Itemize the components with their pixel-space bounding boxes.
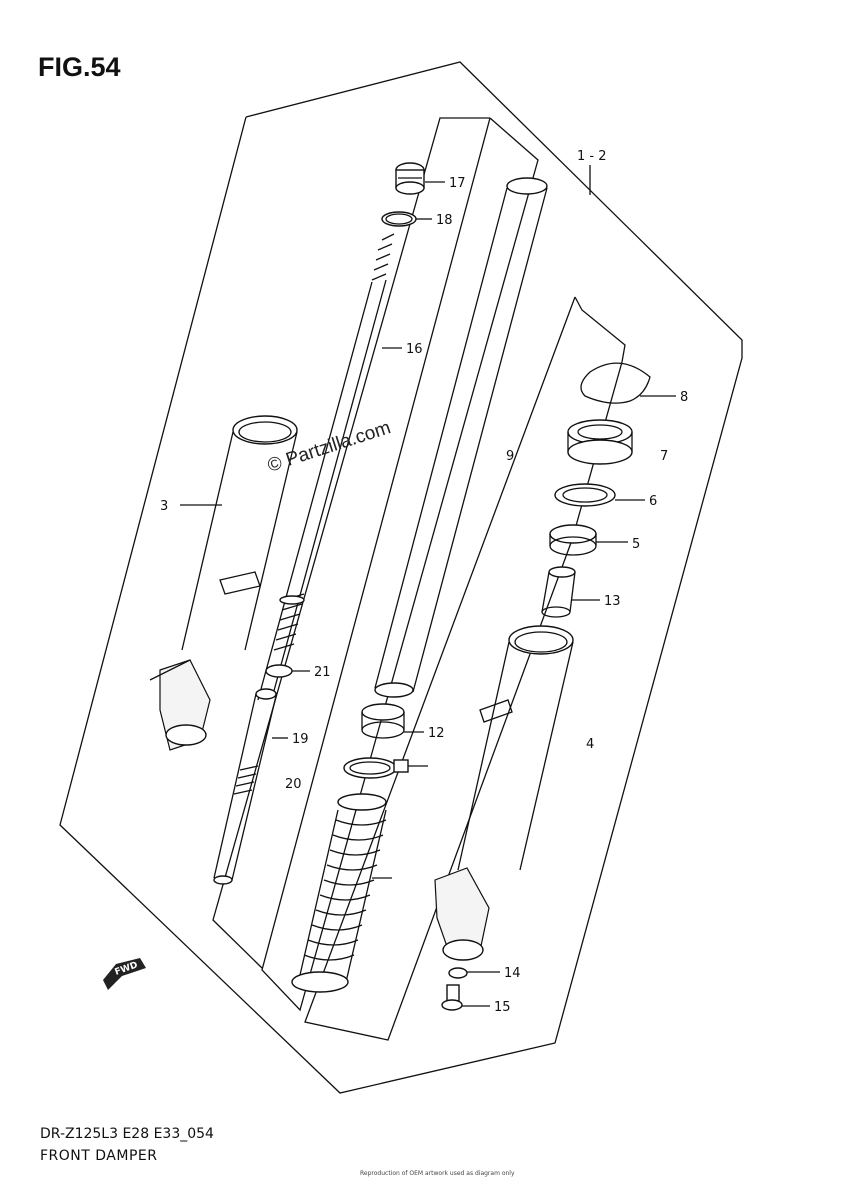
part-8-circlip[interactable] [580, 362, 651, 404]
callout-3: 3 [160, 499, 168, 514]
fine-print: Reproduction of OEM artwork used as diag… [360, 1170, 515, 1177]
part-9-inner-tube[interactable] [374, 177, 548, 698]
part-14-spring-pipe[interactable] [257, 233, 395, 701]
section-name: FRONT DAMPER [40, 1148, 158, 1164]
part-7-oil-seal[interactable] [567, 419, 633, 465]
fwd-arrow-icon: FWD [103, 958, 146, 990]
part-17-damper-rod[interactable] [213, 688, 277, 885]
callout-18: 20 [285, 777, 302, 792]
callout-4: 4 [586, 737, 594, 752]
inner-frame-left [212, 117, 490, 969]
inner-frame-tube [261, 117, 539, 1012]
callout-13: 15 [494, 1000, 511, 1015]
part-4-outer-tube-right[interactable] [434, 625, 574, 961]
assembly-frame-outer [59, 61, 743, 1094]
callout-7: 7 [660, 449, 668, 464]
callout-14: 16 [406, 342, 423, 357]
part-13-damper-bolt[interactable] [441, 984, 463, 1011]
callout-5: 5 [632, 537, 640, 552]
part-fork-spring-lower[interactable] [273, 593, 305, 651]
figure-title: FIG.54 [38, 52, 121, 82]
callout-12: 14 [504, 966, 521, 981]
part-15-cap-bolt[interactable] [395, 162, 425, 195]
callout-16: 18 [436, 213, 453, 228]
callout-11: 13 [604, 594, 621, 609]
part-12-gasket[interactable] [448, 967, 468, 979]
callout-17: 19 [292, 732, 309, 747]
callout-15: 17 [449, 176, 466, 191]
assembly-label: 1 - 2 [577, 149, 607, 164]
callout-10: 12 [428, 726, 445, 741]
part-3-outer-tube-left[interactable] [149, 415, 298, 751]
part-10-guide-bushing[interactable] [361, 703, 405, 739]
callout-8: 8 [680, 390, 688, 405]
callout-9: 9 [506, 449, 514, 464]
part-20-dust-boot[interactable] [291, 793, 387, 993]
part-11-oil-lock-piece[interactable] [541, 566, 576, 618]
part-21-boot-clamp[interactable] [343, 757, 409, 779]
part-6-washer[interactable] [554, 483, 616, 507]
callout-6: 6 [649, 494, 657, 509]
callout-19: 21 [314, 665, 331, 680]
fwd-label: FWD [114, 960, 140, 977]
part-5-bushing[interactable] [549, 524, 597, 556]
model-code: DR-Z125L3 E28 E33_054 [40, 1126, 214, 1142]
part-19-ring[interactable] [265, 664, 293, 678]
